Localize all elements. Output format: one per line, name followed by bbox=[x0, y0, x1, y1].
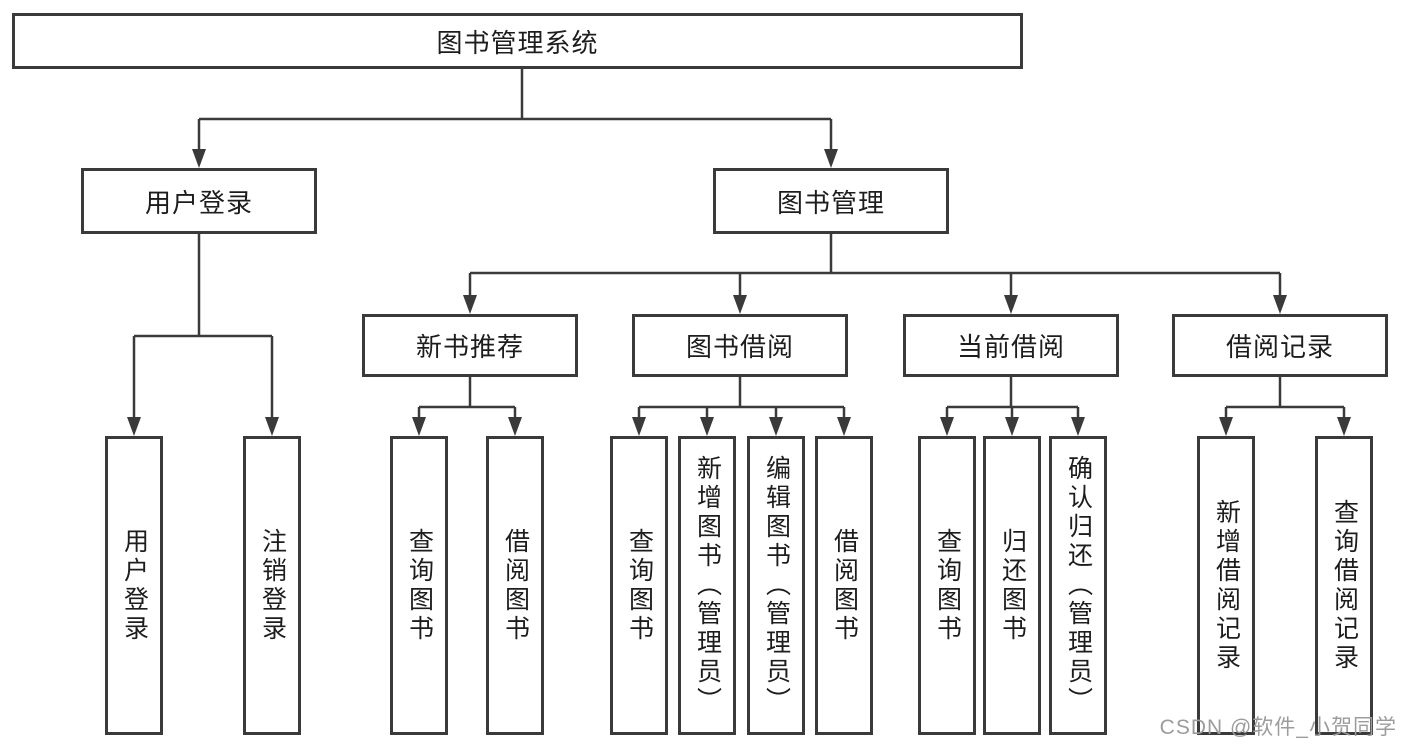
node-current-borrow: 当前借阅 bbox=[903, 314, 1119, 377]
leaf-query-borrow-record-label: 查询借阅记录 bbox=[1330, 498, 1359, 673]
node-new-book-recommend-label: 新书推荐 bbox=[415, 332, 524, 362]
leaf-add-book-admin: 新增图书（管理员） bbox=[678, 436, 736, 735]
leaf-query-books-borrow-label: 查询图书 bbox=[625, 527, 654, 644]
csdn-watermark: CSDN @软件_小贺同学 bbox=[1159, 716, 1397, 739]
leaf-user-login-label: 用户登录 bbox=[120, 527, 149, 644]
leaf-query-books-recommend-label: 查询图书 bbox=[405, 527, 434, 644]
leaf-borrow-books-recommend-label: 借阅图书 bbox=[501, 527, 530, 644]
node-user-login-branch-label: 用户登录 bbox=[144, 187, 253, 218]
node-book-borrow: 图书借阅 bbox=[632, 314, 848, 377]
leaf-add-borrow-record: 新增借阅记录 bbox=[1197, 436, 1255, 735]
arrowheads bbox=[127, 149, 1351, 436]
leaf-add-book-admin-label: 新增图书（管理员） bbox=[693, 455, 722, 716]
leaf-edit-book-admin: 编辑图书（管理员） bbox=[747, 436, 805, 735]
leaf-edit-book-admin-label: 编辑图书（管理员） bbox=[762, 455, 791, 716]
leaf-query-borrow-record: 查询借阅记录 bbox=[1315, 436, 1373, 735]
node-root-label: 图书管理系统 bbox=[436, 27, 599, 58]
node-book-management-label: 图书管理 bbox=[776, 187, 885, 218]
node-borrow-records: 借阅记录 bbox=[1172, 314, 1388, 377]
node-book-management: 图书管理 bbox=[713, 168, 949, 234]
leaf-add-borrow-record-label: 新增借阅记录 bbox=[1212, 498, 1241, 673]
leaf-query-books-current-label: 查询图书 bbox=[933, 527, 962, 644]
node-book-borrow-label: 图书借阅 bbox=[685, 332, 794, 362]
node-root: 图书管理系统 bbox=[12, 13, 1023, 69]
node-borrow-records-label: 借阅记录 bbox=[1225, 332, 1334, 362]
leaf-borrow-books: 借阅图书 bbox=[815, 436, 873, 735]
leaf-return-book: 归还图书 bbox=[983, 436, 1041, 735]
leaf-borrow-books-recommend: 借阅图书 bbox=[486, 436, 544, 735]
node-new-book-recommend: 新书推荐 bbox=[362, 314, 578, 377]
node-current-borrow-label: 当前借阅 bbox=[956, 332, 1065, 362]
leaf-query-books-recommend: 查询图书 bbox=[390, 436, 448, 735]
leaf-logout-label: 注销登录 bbox=[258, 527, 287, 644]
node-user-login-branch: 用户登录 bbox=[81, 168, 317, 234]
leaf-borrow-books-label: 借阅图书 bbox=[830, 527, 859, 644]
leaf-return-book-label: 归还图书 bbox=[998, 527, 1027, 644]
leaf-confirm-return-admin: 确认归还（管理员） bbox=[1049, 436, 1107, 735]
leaf-logout: 注销登录 bbox=[243, 436, 301, 735]
leaf-confirm-return-admin-label: 确认归还（管理员） bbox=[1064, 455, 1093, 716]
leaf-query-books-current: 查询图书 bbox=[918, 436, 976, 735]
leaf-query-books-borrow: 查询图书 bbox=[610, 436, 668, 735]
leaf-user-login: 用户登录 bbox=[105, 436, 163, 735]
